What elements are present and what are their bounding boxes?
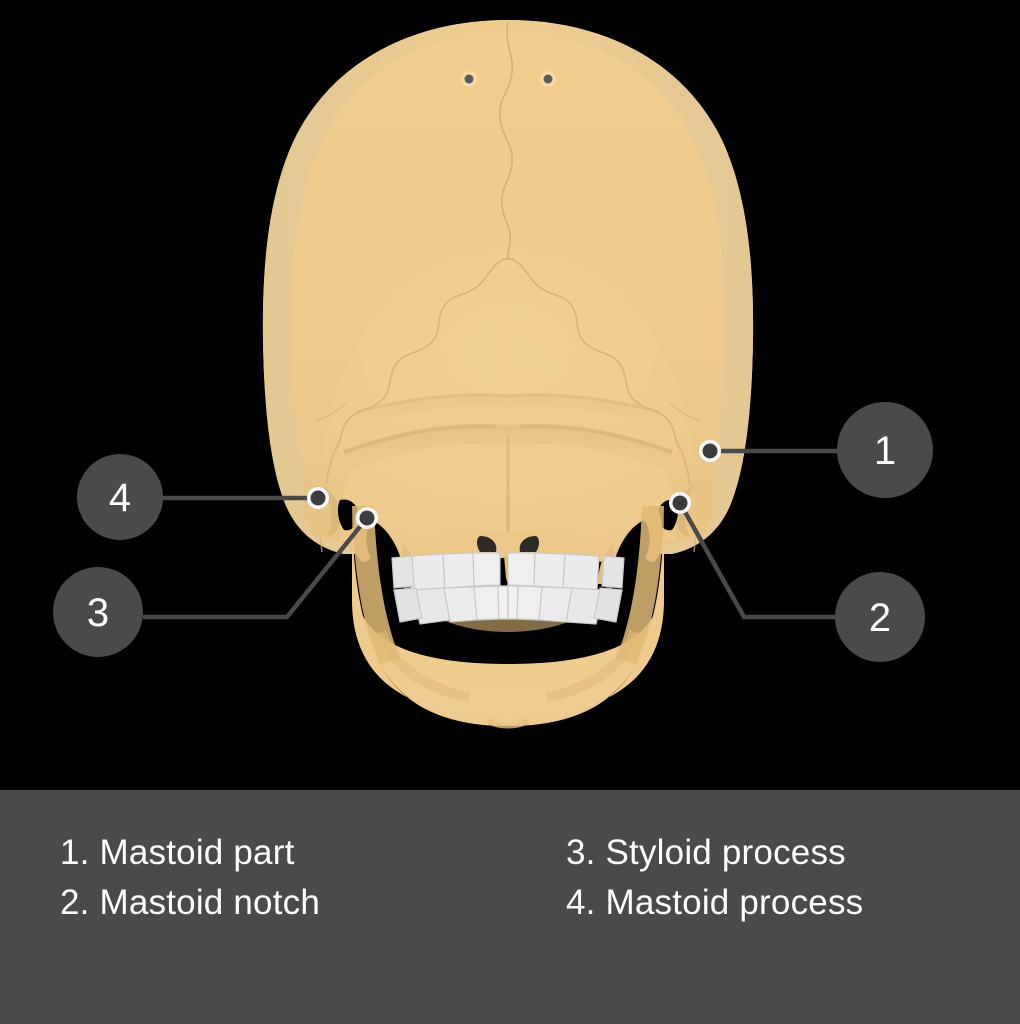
callout-number-3: 3 (87, 591, 109, 635)
legend-item-3: 3. Styloid process (566, 833, 846, 872)
lambdoid-suture-right (507, 257, 683, 453)
inferior-nuchal-shadow (344, 426, 672, 470)
foramen-opening-left (477, 536, 497, 552)
skull-illustration: 1 2 3 4 (53, 20, 933, 729)
molar-right-upper (601, 555, 625, 589)
molar-left-upper (391, 555, 415, 589)
superior-nuchal-shadow (356, 394, 660, 424)
legend-column-right: 3. Styloid process 4. Mastoid process (566, 828, 863, 928)
parietal-foramen-left (461, 71, 477, 87)
tooth-upper-L1 (472, 552, 501, 587)
mandible-shade-arc-left (376, 630, 470, 702)
legend-panel: 1. Mastoid part 2. Mastoid notch 3. Styl… (0, 790, 1020, 1024)
cranium-left-rim (262, 20, 508, 554)
callout-number-2: 2 (869, 596, 891, 640)
mandible-shade-arc-right (546, 630, 640, 702)
occipital-plate-right (510, 449, 677, 540)
anchor-dot-1 (699, 440, 721, 462)
mandible-ramus-right (616, 506, 664, 664)
legend-item-2: 2. Mastoid notch (60, 883, 321, 922)
callout-marker-4[interactable]: 4 (77, 454, 163, 540)
leader-line-3 (143, 516, 369, 620)
tooth-upper-L2 (442, 552, 475, 589)
tooth-lower-L1 (497, 585, 509, 620)
tooth-lower-L3 (443, 586, 478, 623)
callout-marker-1[interactable]: 1 (837, 402, 933, 498)
callout-marker-2[interactable]: 2 (835, 572, 925, 662)
anchor-dot-4 (307, 487, 329, 509)
anchor-dots-group (307, 440, 721, 529)
cranium-right-rim (508, 20, 754, 554)
teeth-group (391, 552, 625, 625)
external-occipital-protuberance (494, 423, 522, 437)
parietomastoid-suture-left (315, 403, 347, 421)
leader-line-2 (678, 501, 836, 620)
leader-lines-group (143, 448, 838, 620)
callout-markers-group: 1 2 3 4 (53, 402, 933, 662)
tooth-upper-R1 (507, 552, 536, 587)
callout-number-4: 4 (109, 476, 131, 520)
callout-circle-4 (77, 454, 163, 540)
anchor-dot-2 (669, 492, 691, 514)
mental-protuberance (488, 718, 528, 729)
tooth-upper-R2 (533, 552, 566, 589)
legend-item-1: 1. Mastoid part (60, 833, 295, 872)
mandible-ramus-left (352, 506, 400, 664)
anchor-dot-3 (356, 507, 378, 529)
mastoid-process-right-shadow (676, 486, 694, 536)
parietomastoid-suture-right (669, 403, 701, 421)
callout-circle-1 (837, 402, 933, 498)
tooth-lower-R1 (507, 585, 519, 620)
tooth-lower-L2 (473, 585, 500, 621)
legend-item-4: 4. Mastoid process (566, 883, 864, 922)
callout-circle-2 (835, 572, 925, 662)
tooth-lower-R2 (516, 585, 543, 621)
molar-right-lower (593, 587, 623, 623)
legend-column-left: 1. Mastoid part 2. Mastoid notch (60, 828, 320, 928)
callout-circle-3 (53, 567, 143, 657)
occipital-plate-left (339, 449, 506, 540)
lambdoid-suture-left (333, 257, 509, 453)
mandible-body (352, 506, 664, 726)
mastoid-process-left-shadow (322, 486, 340, 536)
parietal-foramen-right (540, 71, 556, 87)
sagittal-suture (499, 21, 514, 261)
tooth-upper-R3 (562, 553, 600, 591)
molar-left-lower (393, 587, 423, 623)
callout-number-1: 1 (874, 429, 896, 473)
cranium-group (262, 20, 754, 554)
foramen-opening-right (519, 536, 539, 552)
callout-marker-3[interactable]: 3 (53, 567, 143, 657)
